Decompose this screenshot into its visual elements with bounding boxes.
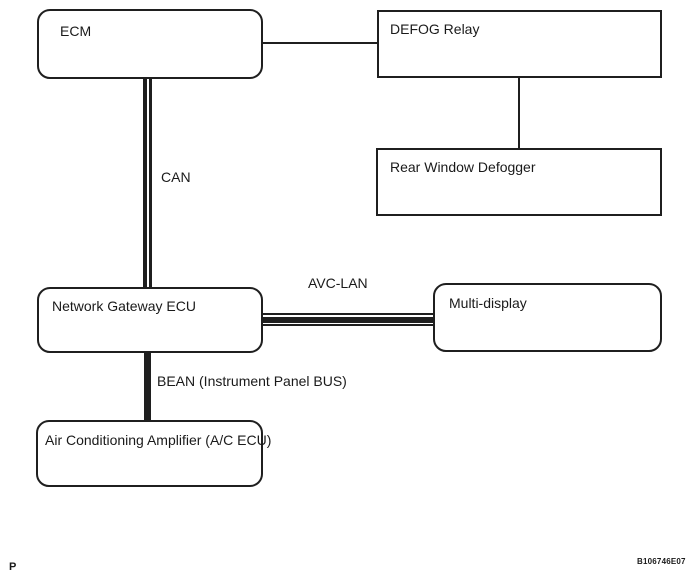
avc-lan-bus-line: [262, 313, 434, 326]
node-ecm-label: ECM: [60, 23, 92, 39]
avc-lan-bus-label: AVC-LAN: [308, 275, 368, 291]
connector-defog-relay-rear-defogger: [518, 77, 520, 149]
node-multi-display: Multi-display: [433, 283, 662, 352]
node-rear-window-defogger: Rear Window Defogger: [376, 148, 662, 216]
node-multi-display-label: Multi-display: [449, 295, 527, 311]
avc-lan-line-bottom: [262, 324, 434, 326]
node-ac-amplifier-label: Air Conditioning Amplifier (A/C ECU): [45, 432, 272, 448]
node-defog-relay-label: DEFOG Relay: [390, 21, 480, 37]
node-defog-relay: DEFOG Relay: [377, 10, 662, 78]
connector-ecm-defog-relay: [261, 42, 378, 44]
figure-code: B106746E07: [637, 557, 686, 566]
page-marker: P: [9, 561, 17, 573]
avc-lan-line-middle: [262, 317, 434, 323]
can-bus-line: [143, 78, 152, 288]
node-ac-amplifier: Air Conditioning Amplifier (A/C ECU): [36, 420, 271, 487]
bean-bus-label: BEAN (Instrument Panel BUS): [157, 373, 347, 389]
can-bus-label: CAN: [161, 169, 191, 185]
node-network-gateway-ecu: Network Gateway ECU: [37, 287, 263, 353]
avc-lan-line-top: [262, 313, 434, 315]
node-ecm: ECM: [37, 9, 263, 79]
bean-bus-line: [144, 352, 151, 421]
node-rear-window-defogger-label: Rear Window Defogger: [390, 159, 536, 175]
node-network-gateway-ecu-label: Network Gateway ECU: [52, 298, 196, 314]
